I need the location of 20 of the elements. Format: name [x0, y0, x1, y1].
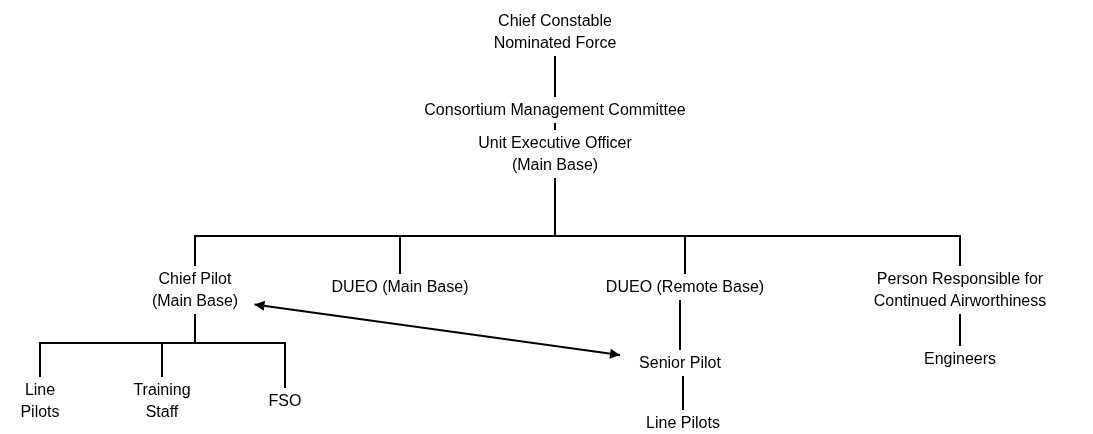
org-role-label: Line Pilots — [15, 377, 65, 425]
org-role-label: FSO — [260, 388, 310, 414]
connector-line — [682, 375, 684, 411]
org-role-label: Unit Executive Officer (Main Base) — [462, 130, 648, 178]
connector-line — [679, 299, 681, 351]
org-role-label: Line Pilots — [633, 410, 733, 434]
org-role-label: Chief Constable Nominated Force — [475, 8, 635, 56]
org-role-label: Senior Pilot — [620, 350, 740, 376]
org-role-label: Consortium Management Committee — [405, 97, 705, 123]
connector-line — [554, 55, 556, 98]
org-role-label: Person Responsible for Continued Airworthiness — [847, 266, 1073, 314]
org-role-label: DUEO (Main Base) — [315, 274, 485, 300]
double-arrow — [253, 300, 621, 359]
org-role-label: Chief Pilot (Main Base) — [137, 266, 253, 314]
connector-line — [554, 177, 961, 267]
org-role-label: Engineers — [910, 346, 1010, 372]
connector-line — [959, 313, 961, 347]
org-role-label: Training Staff — [124, 377, 200, 425]
connector-line — [554, 122, 556, 131]
org-role-label: DUEO (Remote Base) — [590, 274, 780, 300]
